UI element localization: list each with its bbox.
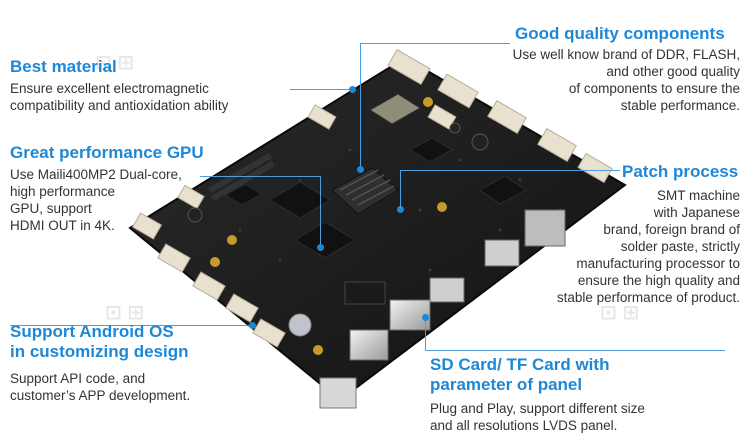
callout-line [360,43,361,168]
sd-card-title: SD Card/ TF Card with [430,355,610,374]
watermark: ⊡ ⊞ [600,302,640,324]
patch-process-description: SMT machine with Japanese brand, foreign… [556,188,740,305]
best-material-title: Best material [10,57,117,76]
good-quality-title: Good quality components [515,24,725,43]
callout-dot [249,322,256,329]
android-title-line2: in customizing design [10,342,189,361]
callout-line [10,325,250,326]
heatsink [331,167,399,215]
pin-header [208,152,275,202]
best-material-description: Ensure excellent electromagnetic compati… [10,81,229,113]
gpu-description: Use Maili400MP2 Dual-core, high performa… [10,167,182,233]
sd-card-title-line2: parameter of panel [430,375,583,394]
patch-process-title: Patch process [622,162,739,181]
gpu-title: Great performance GPU [10,143,204,162]
chips [223,93,527,259]
callout-line [425,318,426,350]
watermark: ⊡ ⊞ [105,302,145,324]
callout-dot [357,166,364,173]
callout-dot [397,206,404,213]
callout-dot [349,86,356,93]
callout-line [425,350,725,351]
callout-line [200,176,320,177]
components [187,97,489,355]
callout-line [320,176,321,246]
white-connectors [131,49,613,348]
android-description: Support API code, and customer’s APP dev… [10,371,191,403]
android-title: Support Android OS [10,322,174,341]
sd-card-description: Plug and Play, support different size an… [430,401,645,433]
watermark: ⊡ ⊞ [95,52,135,74]
callout-dot [422,314,429,321]
callout-line [400,170,620,171]
callout-line [360,43,510,44]
callout-dot [317,244,324,251]
io-ports [319,209,566,409]
callout-line [400,170,401,208]
good-quality-description: Use well know brand of DDR, FLASH, and o… [512,47,740,113]
callout-line [290,89,352,90]
